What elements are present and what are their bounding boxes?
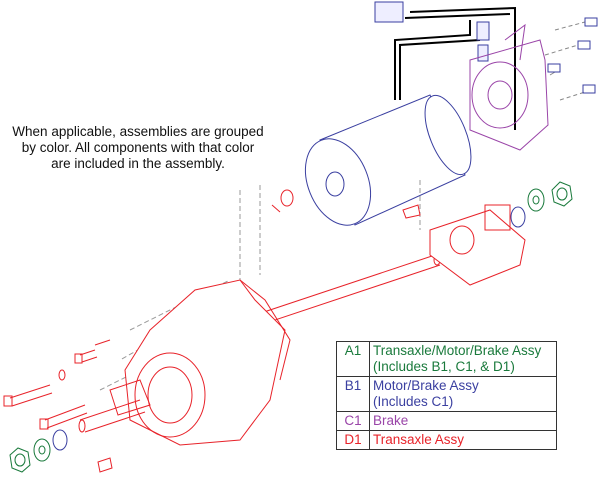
legend-row-b1: B1 Motor/Brake Assy (Includes C1) bbox=[336, 376, 557, 412]
legend-description-line: (Includes B1, C1, & D1) bbox=[373, 359, 515, 374]
legend-code: D1 bbox=[336, 430, 370, 450]
legend-description: Transaxle Assy bbox=[369, 430, 557, 450]
transaxle-housing bbox=[78, 279, 291, 446]
motor bbox=[304, 94, 472, 226]
legend-description: Brake bbox=[369, 411, 557, 431]
brake-bolts bbox=[544, 17, 598, 101]
note-line: are included in the assembly. bbox=[51, 156, 225, 171]
legend-description-line: Transaxle/Motor/Brake Assy bbox=[373, 343, 542, 358]
color-grouping-note: When applicable, assemblies are grouped … bbox=[0, 124, 276, 172]
legend-code: C1 bbox=[336, 411, 370, 431]
key-and-washer bbox=[97, 189, 421, 473]
brake bbox=[469, 23, 549, 151]
legend-description: Motor/Brake Assy (Includes C1) bbox=[369, 376, 557, 412]
connector-plug bbox=[374, 1, 490, 62]
assembly-legend-table: A1 Transaxle/Motor/Brake Assy (Includes … bbox=[336, 341, 557, 450]
housing-bolts bbox=[3, 339, 111, 430]
legend-row-c1: C1 Brake bbox=[336, 411, 557, 431]
legend-code: B1 bbox=[336, 376, 370, 412]
hardware-nuts-washers bbox=[9, 181, 573, 473]
note-line: When applicable, assemblies are grouped bbox=[12, 124, 264, 139]
legend-row-a1: A1 Transaxle/Motor/Brake Assy (Includes … bbox=[336, 341, 557, 377]
wire-harness bbox=[394, 6, 516, 130]
legend-description: Transaxle/Motor/Brake Assy (Includes B1,… bbox=[369, 341, 557, 377]
note-line: by color. All components with that color bbox=[21, 140, 255, 155]
bearing-bracket bbox=[429, 204, 526, 286]
legend-description-line: Motor/Brake Assy bbox=[373, 378, 479, 393]
legend-row-d1: D1 Transaxle Assy bbox=[336, 430, 557, 450]
legend-code: A1 bbox=[336, 341, 370, 377]
legend-description-line: (Includes C1) bbox=[373, 394, 454, 409]
